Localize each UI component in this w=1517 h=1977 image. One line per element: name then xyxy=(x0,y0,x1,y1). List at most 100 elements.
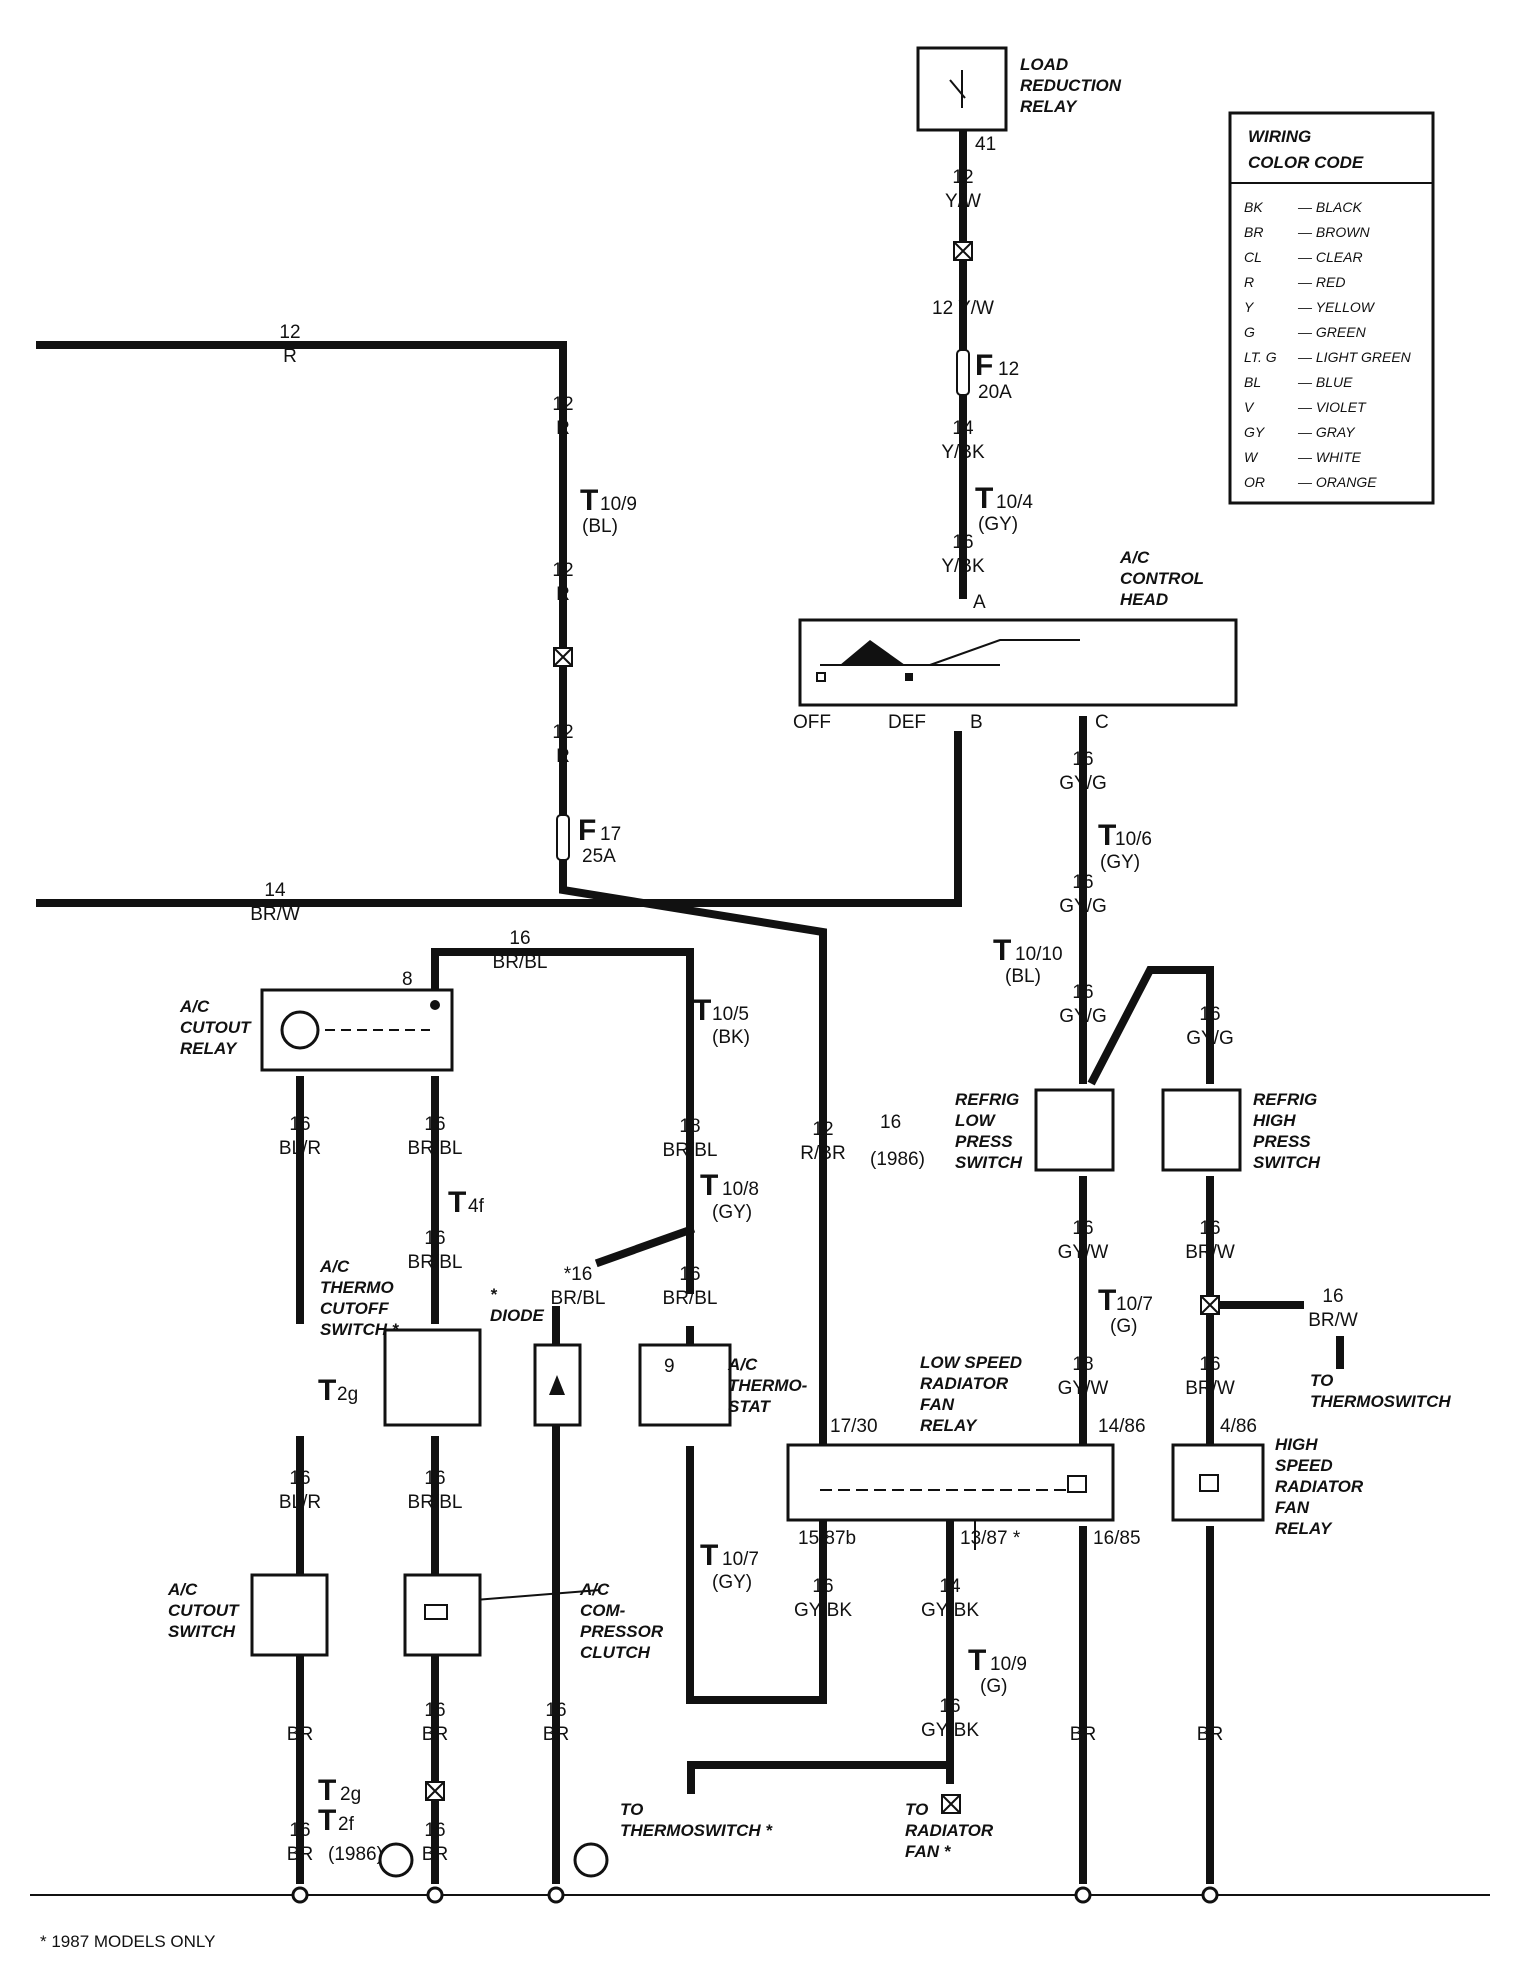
legend-color-name: — YELLOW xyxy=(1297,299,1376,315)
wire-label-w12r-v1a: 12 xyxy=(552,394,573,415)
wire-label-w12r-v3a: 12 xyxy=(552,722,573,743)
wire-label-w12yw-a1: 12 xyxy=(952,167,973,188)
component-label-load-reduction-relay: LOAD xyxy=(1020,55,1068,74)
wire-label-w16brbl-e2: BR/BL xyxy=(408,1492,463,1513)
component-letter: T xyxy=(318,1774,336,1807)
component-label-high-speed-relay: FAN xyxy=(1275,1498,1310,1517)
component-label-low-speed-relay: RELAY xyxy=(920,1416,978,1435)
component-label-load-reduction-relay: REDUCTION xyxy=(1020,76,1122,95)
component-label-ac-cutout-switch: A/C xyxy=(167,1580,198,1599)
wire-label-pin1387: 13/87 * xyxy=(960,1528,1021,1549)
wire-label-w16brw-c1: 16 xyxy=(1199,1354,1220,1375)
wire-label-br-e: BR xyxy=(1197,1724,1223,1745)
component-label-load-reduction-relay: RELAY xyxy=(1020,97,1078,116)
wire-label-w12r-top2: R xyxy=(283,346,297,367)
component-label-ac-cutout-switch: SWITCH xyxy=(168,1622,236,1641)
wire-label-w16br-b1: 16 xyxy=(424,1700,445,1721)
wire-label-w16gybk-2: GY/BK xyxy=(794,1600,852,1621)
wire-label-w16-1986a: 16 xyxy=(880,1112,901,1133)
component-label-ac-thermo-cutoff: THERMO xyxy=(320,1278,394,1297)
wire-label-pin486: 4/86 xyxy=(1220,1416,1257,1437)
component-letter: T xyxy=(318,1804,336,1837)
component-label-ac-thermostat: A/C xyxy=(727,1355,758,1374)
component-letter: T xyxy=(700,1169,718,1202)
component-label-ac-control-head: A/C xyxy=(1119,548,1150,567)
component-label-ac-thermo-cutoff: A/C xyxy=(319,1257,350,1276)
component-letter: T xyxy=(993,934,1011,967)
wire-label-w12yw-b: 12 Y/W xyxy=(932,298,994,319)
wire-label-f17-amp: 25A xyxy=(582,846,616,867)
wire-label-pin1486: 14/86 xyxy=(1098,1416,1146,1437)
wire-label-w12r-v2a: 12 xyxy=(552,560,573,581)
wire-label-w16br-g2: BR xyxy=(422,1844,448,1865)
component-label-to-thermoswitch-right: TO xyxy=(1310,1371,1333,1390)
wire-label-w16gyg-8: GY/G xyxy=(1186,1028,1234,1049)
wire-label-w16brbl-c1: *16 xyxy=(564,1264,593,1285)
wire-label-w16br-f2: BR xyxy=(287,1844,313,1865)
wire-label-t105-sub: 10/5 xyxy=(712,1004,749,1025)
component-label-diode: DIODE xyxy=(490,1306,545,1325)
wire-label-w16gyg-6: GY/G xyxy=(1059,1006,1107,1027)
wire-label-f12-sub: 12 xyxy=(998,359,1019,380)
component-label-ac-thermo-cutoff: SWITCH * xyxy=(320,1320,400,1339)
component-label-ac-control-head: CONTROL xyxy=(1120,569,1204,588)
component-label-refrig-high: PRESS xyxy=(1253,1132,1311,1151)
control-head-fan-icon xyxy=(840,640,905,665)
wire-label-w16ybk-2: Y/BK xyxy=(941,556,985,577)
component-letter: T xyxy=(693,994,711,1027)
legend-code: Y xyxy=(1244,299,1255,315)
component-label-high-speed-relay: SPEED xyxy=(1275,1456,1333,1475)
ground-marker-6 xyxy=(573,1842,609,1878)
legend-color-name: — WHITE xyxy=(1297,449,1362,465)
wire-label-pin8: 8 xyxy=(402,969,413,990)
component-letter: T xyxy=(448,1186,466,1219)
wire-label-w12yw-a2: Y/W xyxy=(945,191,981,212)
wire-label-w16brbl-c2: BR/BL xyxy=(551,1288,606,1309)
wire-label-t108-col: (GY) xyxy=(712,1202,752,1223)
component-label-to-radiator-fan: TO xyxy=(905,1800,928,1819)
legend-color-name: — CLEAR xyxy=(1297,249,1363,265)
component-label-diode: * xyxy=(490,1285,498,1304)
wire-label-w16brbl-top2: BR/BL xyxy=(493,952,548,973)
wire-label-t107b-sub: 10/7 xyxy=(1116,1294,1153,1315)
wire-label-w16gybk-3: 16 xyxy=(939,1696,960,1717)
legend-code: V xyxy=(1244,399,1255,415)
wire-label-w16gyg-3: 16 xyxy=(1072,872,1093,893)
wire-label-w16brw-a2: BR/W xyxy=(1185,1242,1235,1263)
wire-label-w12r-top1: 12 xyxy=(279,322,300,343)
wire-label-pin1685: 16/85 xyxy=(1093,1528,1141,1549)
wire-label-w16brbl-b2: BR/BL xyxy=(408,1252,463,1273)
component-label-high-speed-relay: RELAY xyxy=(1275,1519,1333,1538)
wire-label-w16brbl-d2: BR/BL xyxy=(663,1288,718,1309)
ac-control-head xyxy=(798,618,1238,707)
refrig-high-press-switch xyxy=(1161,1088,1242,1172)
wire-label-t1010-col: (BL) xyxy=(1005,966,1041,987)
component-letter: F xyxy=(975,349,993,382)
legend-code: OR xyxy=(1244,474,1265,490)
wire-label-w16br-b2: BR xyxy=(422,1724,448,1745)
component-label-ac-cutout-relay: RELAY xyxy=(180,1039,238,1058)
wire-label-w16brbl-top1: 16 xyxy=(509,928,530,949)
wire-label-w12r-v3b: R xyxy=(556,746,570,767)
wire-label-t104-col: (GY) xyxy=(978,514,1018,535)
ground-terminals xyxy=(291,1886,1219,1904)
refrig-low-press-switch xyxy=(1034,1088,1115,1172)
component-label-refrig-high: REFRIG xyxy=(1253,1090,1317,1109)
wire-label-pinA: A xyxy=(973,592,986,613)
wire-label-pin1730: 17/30 xyxy=(830,1416,878,1437)
legend-code: BL xyxy=(1244,374,1261,390)
wire-label-t109g-sub: 10/9 xyxy=(990,1654,1027,1675)
wire-label-w16gyw-2: GY/W xyxy=(1058,1242,1109,1263)
wire-label-br-a: BR xyxy=(287,1724,313,1745)
wire-label-w16gyg-7: 16 xyxy=(1199,1004,1220,1025)
wire-label-w12r-v2b: R xyxy=(556,584,570,605)
legend-color-name: — GRAY xyxy=(1297,424,1356,440)
component-label-ac-compressor-clutch: A/C xyxy=(579,1580,610,1599)
legend-color-name: — BROWN xyxy=(1297,224,1370,240)
wire-label-t107a-sub: 10/7 xyxy=(722,1549,759,1570)
component-label-to-thermoswitch-right: THERMOSWITCH xyxy=(1310,1392,1451,1411)
wire-label-w16brbl-a2: BR/BL xyxy=(408,1138,463,1159)
wire-label-t107b-col: (G) xyxy=(1110,1316,1137,1337)
ground-marker-3 xyxy=(378,1842,414,1878)
